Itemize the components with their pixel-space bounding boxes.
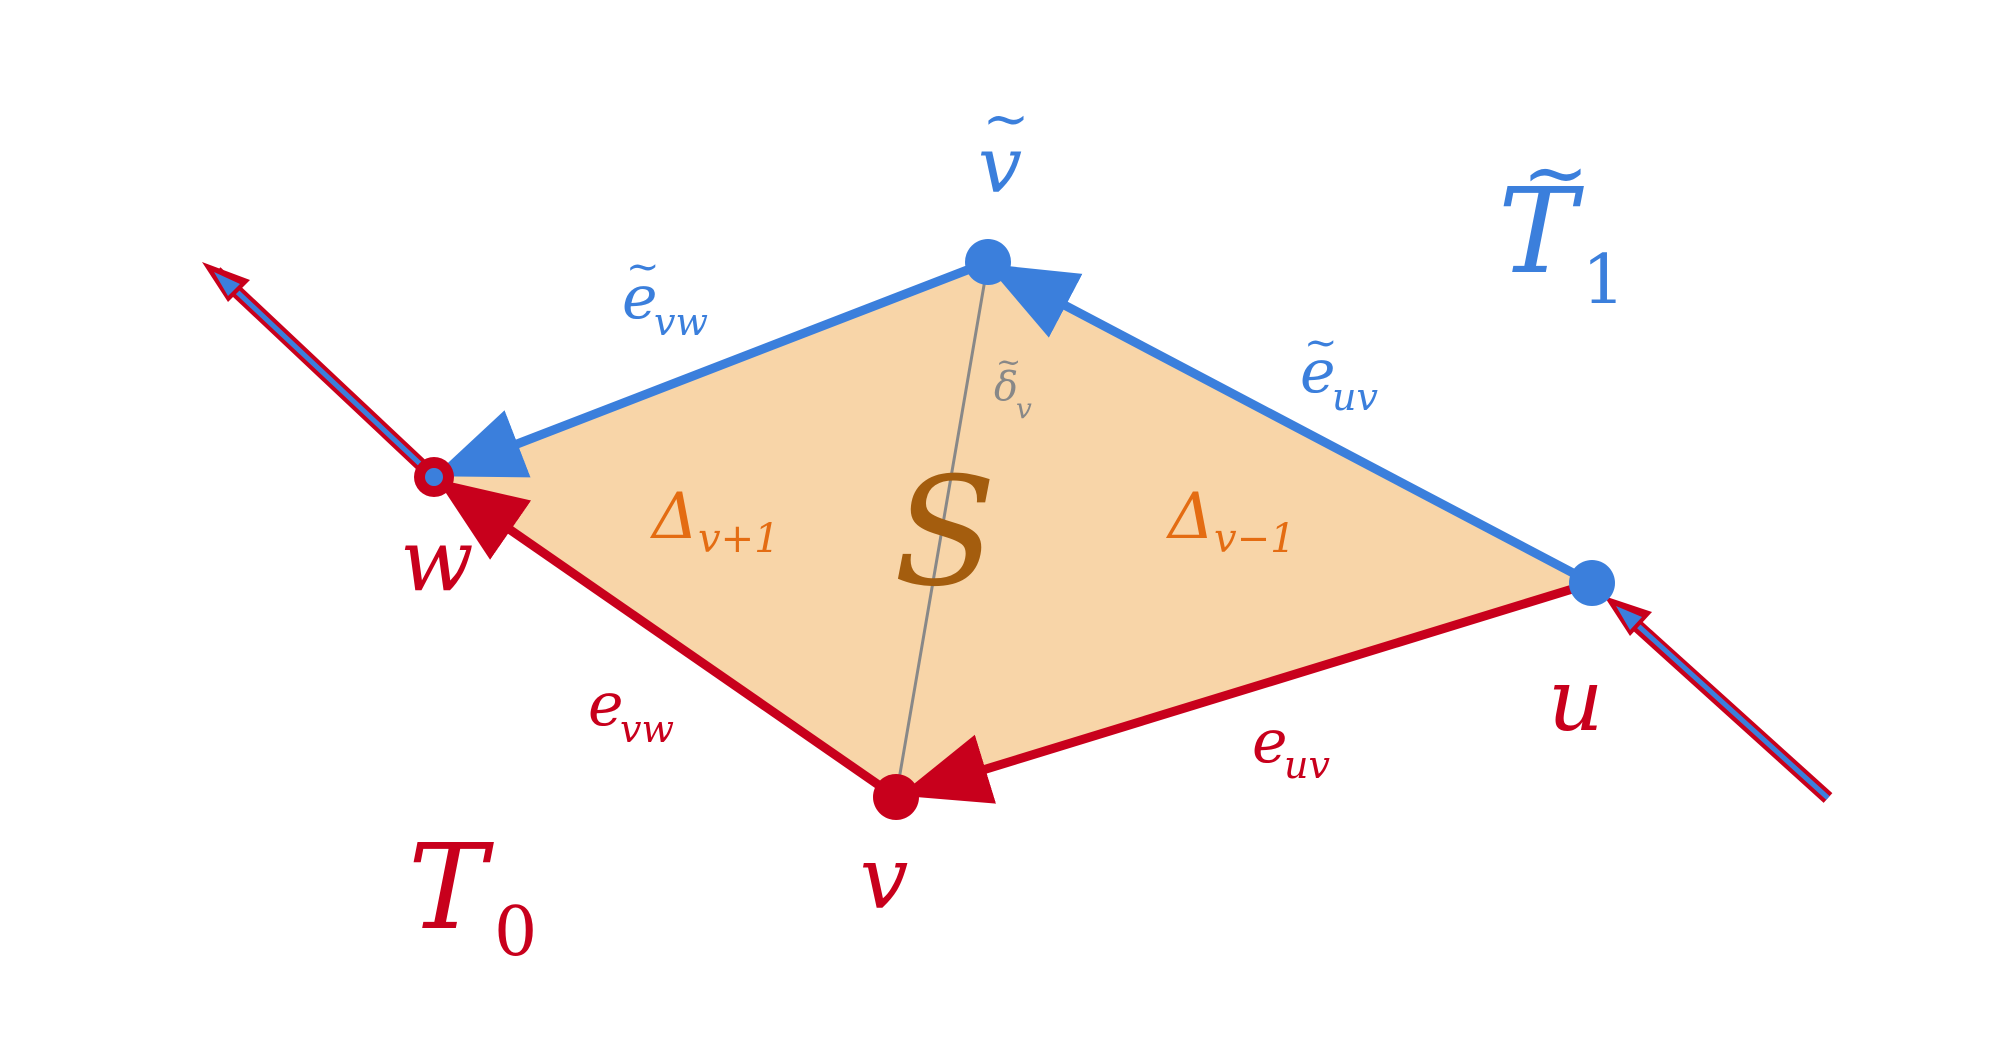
svg-text:Δ: Δ [649,480,698,554]
label-e-uv: e uv [1252,707,1330,787]
svg-text:uv: uv [1332,375,1378,419]
svg-text:uv: uv [1284,743,1330,787]
svg-text:δ: δ [994,364,1018,410]
svg-text:T: T [1498,162,1584,300]
svg-text:~: ~ [983,87,1030,152]
svg-text:~: ~ [626,244,660,290]
svg-text:v+1: v+1 [698,516,780,562]
svg-text:~: ~ [996,345,1021,380]
vertex-v-tilde [965,239,1011,285]
label-delta-v-minus-1: Δ v−1 [1165,480,1296,562]
label-delta-v-tilde: δ ~ v [994,345,1032,425]
outgoing-arrow-w [202,262,439,482]
svg-text:Δ: Δ [1165,480,1214,554]
svg-text:0: 0 [494,893,537,972]
edge-uv [899,578,1594,804]
svg-text:v: v [978,121,1022,211]
vertex-w [414,457,454,497]
label-s: S [894,446,997,620]
svg-text:e: e [588,670,624,740]
label-w: w [400,511,474,611]
label-t1-tilde: T ~ 1 [1498,126,1625,320]
svg-text:v: v [1016,392,1032,425]
vertex-v [873,774,919,820]
label-u: u [1548,651,1603,751]
svg-text:e: e [1300,337,1336,407]
svg-text:1: 1 [1582,241,1625,320]
svg-text:~: ~ [1304,320,1338,366]
label-e-uv-tilde: e ~ uv [1300,320,1378,419]
incoming-arrow-u [1604,596,1833,803]
vertex-u [1569,560,1615,606]
svg-text:e: e [1252,707,1288,777]
svg-text:~: ~ [1522,126,1589,219]
edge-vw-tilde [433,257,990,478]
edge-uv-tilde [986,263,1595,587]
label-e-vw: e vw [588,670,674,751]
region-s-fill [434,262,1592,797]
svg-text:v−1: v−1 [1214,516,1296,562]
label-t0: T 0 [408,818,537,972]
label-v: v [860,829,909,929]
svg-text:vw: vw [620,707,674,751]
label-e-vw-tilde: e ~ vw [622,244,708,344]
diagonal-delta-v [894,261,990,798]
svg-text:T: T [408,818,494,956]
label-v-tilde: v ~ [978,87,1030,211]
label-delta-v-plus-1: Δ v+1 [649,480,780,562]
edge-vw [436,478,899,801]
svg-text:vw: vw [654,300,708,344]
svg-text:e: e [622,263,658,333]
